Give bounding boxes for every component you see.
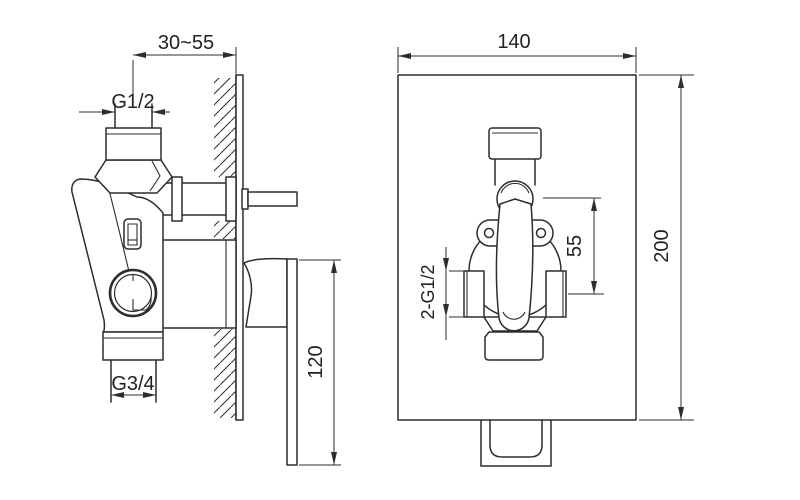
top-riser: [489, 128, 541, 185]
front-view: 140 200 55 2-G1/2: [398, 31, 694, 466]
dim-pivot-to-port-label: 55: [564, 235, 586, 257]
dim-side-ports-thread: 2-G1/2: [418, 247, 466, 340]
dim-top-inlet-thread: G1/2: [79, 91, 170, 115]
top-cap: [489, 128, 541, 159]
lever-side-profile: [287, 259, 297, 465]
dim-side-ports-thread-label: 2-G1/2: [418, 264, 438, 319]
wall-hatching: [214, 78, 236, 418]
dim-lever-length: 120: [299, 260, 341, 465]
handle-stem: [242, 189, 297, 209]
inlet-cone: [95, 160, 172, 193]
concealed-housing: [160, 240, 236, 328]
handle-lever: [496, 199, 532, 331]
dim-plate-width: 140: [398, 31, 636, 73]
dim-wall-distance-label: 30~55: [158, 32, 214, 54]
bottom-collar: [103, 332, 163, 360]
control-knob: [110, 270, 156, 316]
dim-pivot-to-port: 55: [543, 198, 604, 294]
top-collar: [106, 128, 161, 160]
dim-top-inlet-thread-label: G1/2: [111, 91, 154, 113]
outlet-housing: [244, 259, 287, 327]
bottom-port: [485, 332, 543, 360]
side-port-right: [546, 271, 566, 317]
dim-plate-height-label: 200: [651, 229, 673, 262]
body-slot-detail: [124, 219, 141, 249]
dim-lever-length-label: 120: [305, 345, 327, 378]
cover-plate-edge: [236, 75, 243, 420]
dim-wall-distance: 30~55: [133, 32, 236, 94]
screw-hole-right: [537, 229, 546, 238]
screw-hole-left: [485, 229, 494, 238]
side-view: 30~55 G1/2 G3/4 120: [72, 32, 341, 465]
spout-outlet: [481, 420, 551, 466]
wall-nut: [226, 177, 236, 221]
dim-bottom-inlet-thread-label: G3/4: [111, 373, 154, 395]
valve-body: [72, 104, 172, 402]
dim-plate-width-label: 140: [497, 31, 530, 53]
dim-bottom-inlet-thread: G3/4: [111, 373, 156, 398]
dim-plate-height: 200: [639, 75, 694, 420]
stem-flange: [172, 177, 182, 221]
side-port-left: [464, 271, 484, 317]
